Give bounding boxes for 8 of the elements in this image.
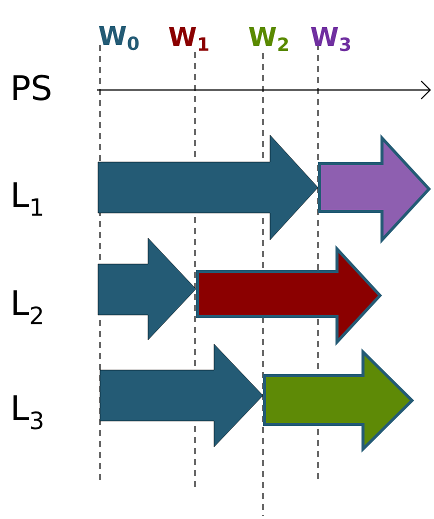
guide-label: W$_{2}$ — [248, 27, 288, 51]
guide-label: W$_{3}$ — [310, 27, 350, 52]
row-label: L$_{2}$ — [14, 290, 42, 324]
guide-label: W$_{0}$ — [98, 26, 139, 50]
axis-label: PS — [14, 74, 50, 100]
row-label: L$_{1}$ — [14, 182, 42, 216]
guide-label: W$_{1}$ — [168, 27, 208, 51]
row-label: L$_{3}$ — [14, 395, 42, 430]
